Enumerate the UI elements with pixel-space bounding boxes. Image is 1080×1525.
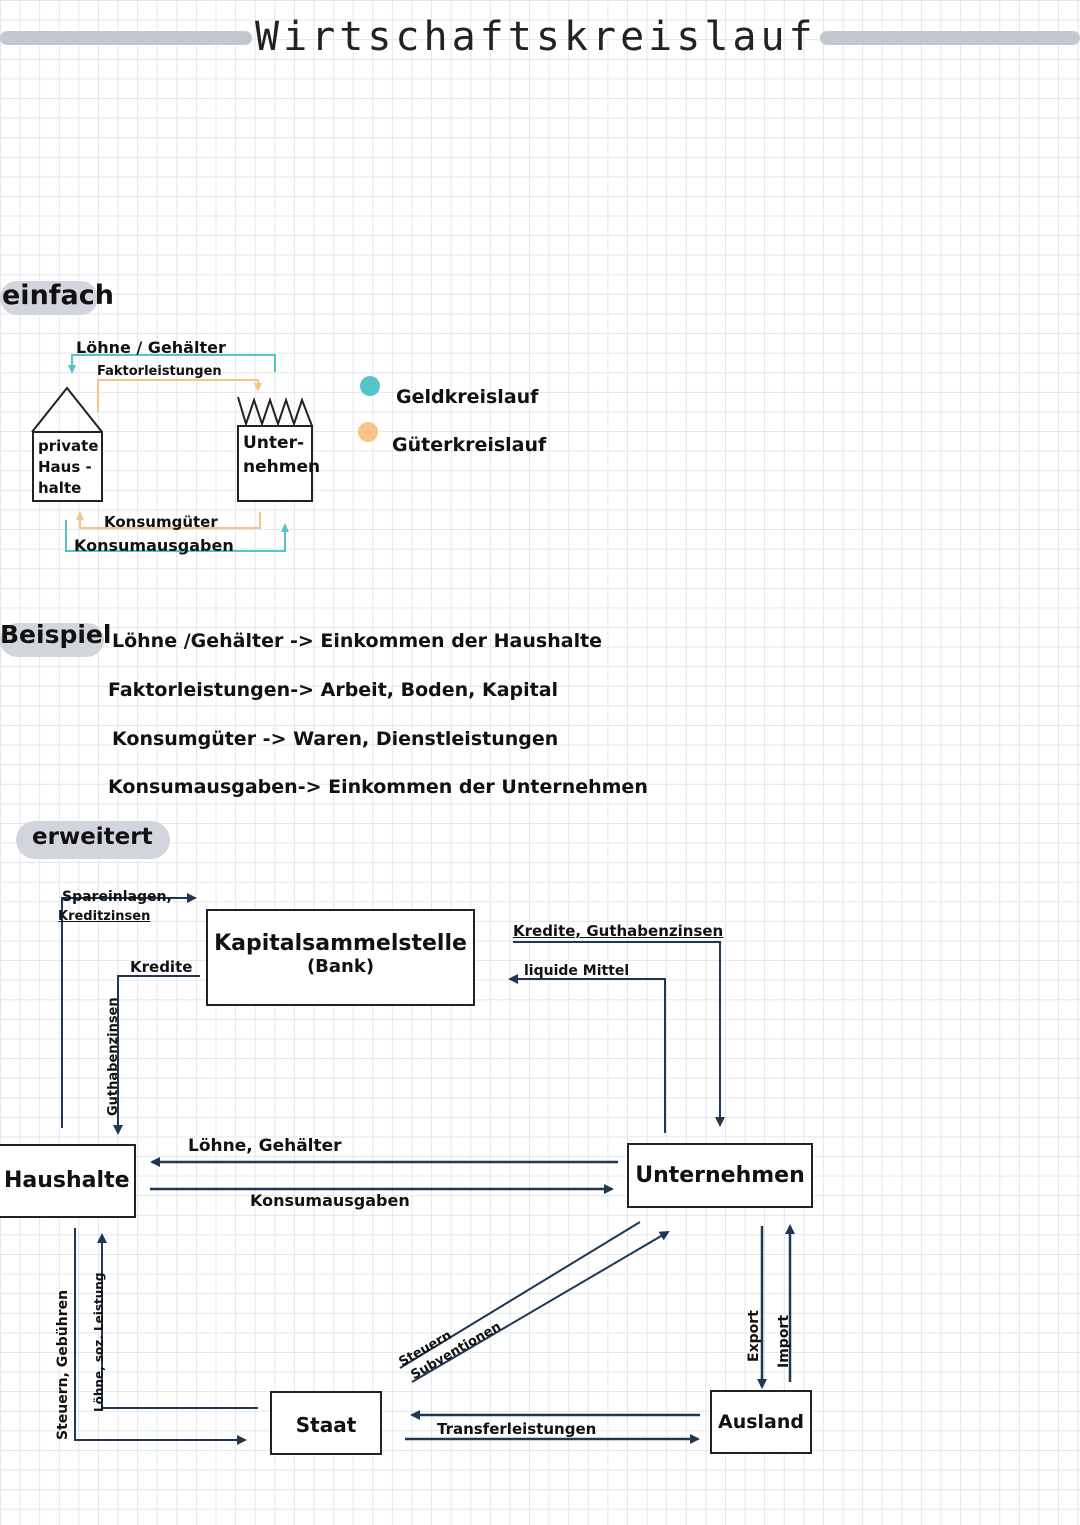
example-heading-highlight <box>0 623 104 657</box>
abroad-label: Ausland <box>717 1411 804 1433</box>
label-deposit-interest: Guthabenzinsen <box>106 997 121 1116</box>
legend-money-label: Geldkreislauf <box>396 386 539 408</box>
simple-label-consumer-goods: Konsumgüter <box>104 513 218 531</box>
extended-heading: erweitert <box>32 824 153 850</box>
label-liquid: liquide Mittel <box>524 963 630 979</box>
label-credits: Kredite <box>130 958 193 976</box>
label-wages: Löhne, Gehälter <box>188 1136 342 1156</box>
label-credit-interest: Kreditzinsen <box>58 909 151 924</box>
simple-firm-box: Unter- nehmen <box>237 425 321 502</box>
simple-heading-highlight <box>0 281 98 315</box>
legend-money-dot <box>360 376 380 396</box>
legend-goods-label: Güterkreislauf <box>392 434 547 456</box>
state-label: Staat <box>295 1413 357 1437</box>
label-export: Export <box>746 1310 762 1362</box>
example-heading: Beispiel <box>0 620 112 649</box>
page-title: Wirtschaftskreislauf <box>255 14 817 60</box>
bank-sublabel: (Bank) <box>306 956 375 977</box>
example-item-2: Faktorleistungen-> Arbeit, Boden, Kapita… <box>108 679 559 701</box>
label-import: Import <box>776 1314 792 1368</box>
simple-heading: einfach <box>2 280 114 311</box>
extended-heading-highlight <box>16 821 170 859</box>
legend-goods-dot <box>358 422 378 442</box>
firms-label: Unternehmen <box>635 1163 805 1188</box>
label-transfers: Transferleistungen <box>437 1420 597 1438</box>
simple-label-consumer-spending: Konsumausgaben <box>74 536 234 555</box>
simple-households-line1: private <box>38 437 99 455</box>
households-label: Haushalte <box>4 1168 130 1193</box>
label-savings: Spareinlagen, <box>62 889 172 905</box>
simple-label-wages: Löhne / Gehälter <box>76 338 226 357</box>
simple-firm-line2: nehmen <box>243 457 321 477</box>
simple-firm-line1: Unter- <box>243 433 305 453</box>
title-bar-left <box>0 31 252 45</box>
simple-households-box: private Haus - halte <box>32 431 103 502</box>
state-box: Staat <box>270 1391 382 1455</box>
example-item-4: Konsumausgaben-> Einkommen der Unternehm… <box>108 776 648 798</box>
example-item-1: Löhne /Gehälter -> Einkommen der Haushal… <box>112 630 603 652</box>
simple-households-line2: Haus - <box>38 458 92 476</box>
label-taxes-fees: Steuern, Gebühren <box>55 1289 71 1440</box>
simple-label-factor: Faktorleistungen <box>97 364 222 379</box>
label-wages-social: Löhne, soz. Leistung <box>92 1272 106 1412</box>
bank-label: Kapitalsammelstelle <box>214 931 467 956</box>
abroad-box: Ausland <box>710 1390 812 1454</box>
bank-box: Kapitalsammelstelle (Bank) <box>206 909 475 1006</box>
firms-box: Unternehmen <box>627 1143 813 1208</box>
example-item-3: Konsumgüter -> Waren, Dienstleistungen <box>112 728 559 750</box>
simple-households-line3: halte <box>38 479 82 497</box>
title-bar-right <box>820 31 1080 45</box>
label-credits-interest-right: Kredite, Guthabenzinsen <box>513 922 724 940</box>
households-box: Haushalte <box>0 1144 136 1218</box>
label-spending: Konsumausgaben <box>250 1191 410 1210</box>
